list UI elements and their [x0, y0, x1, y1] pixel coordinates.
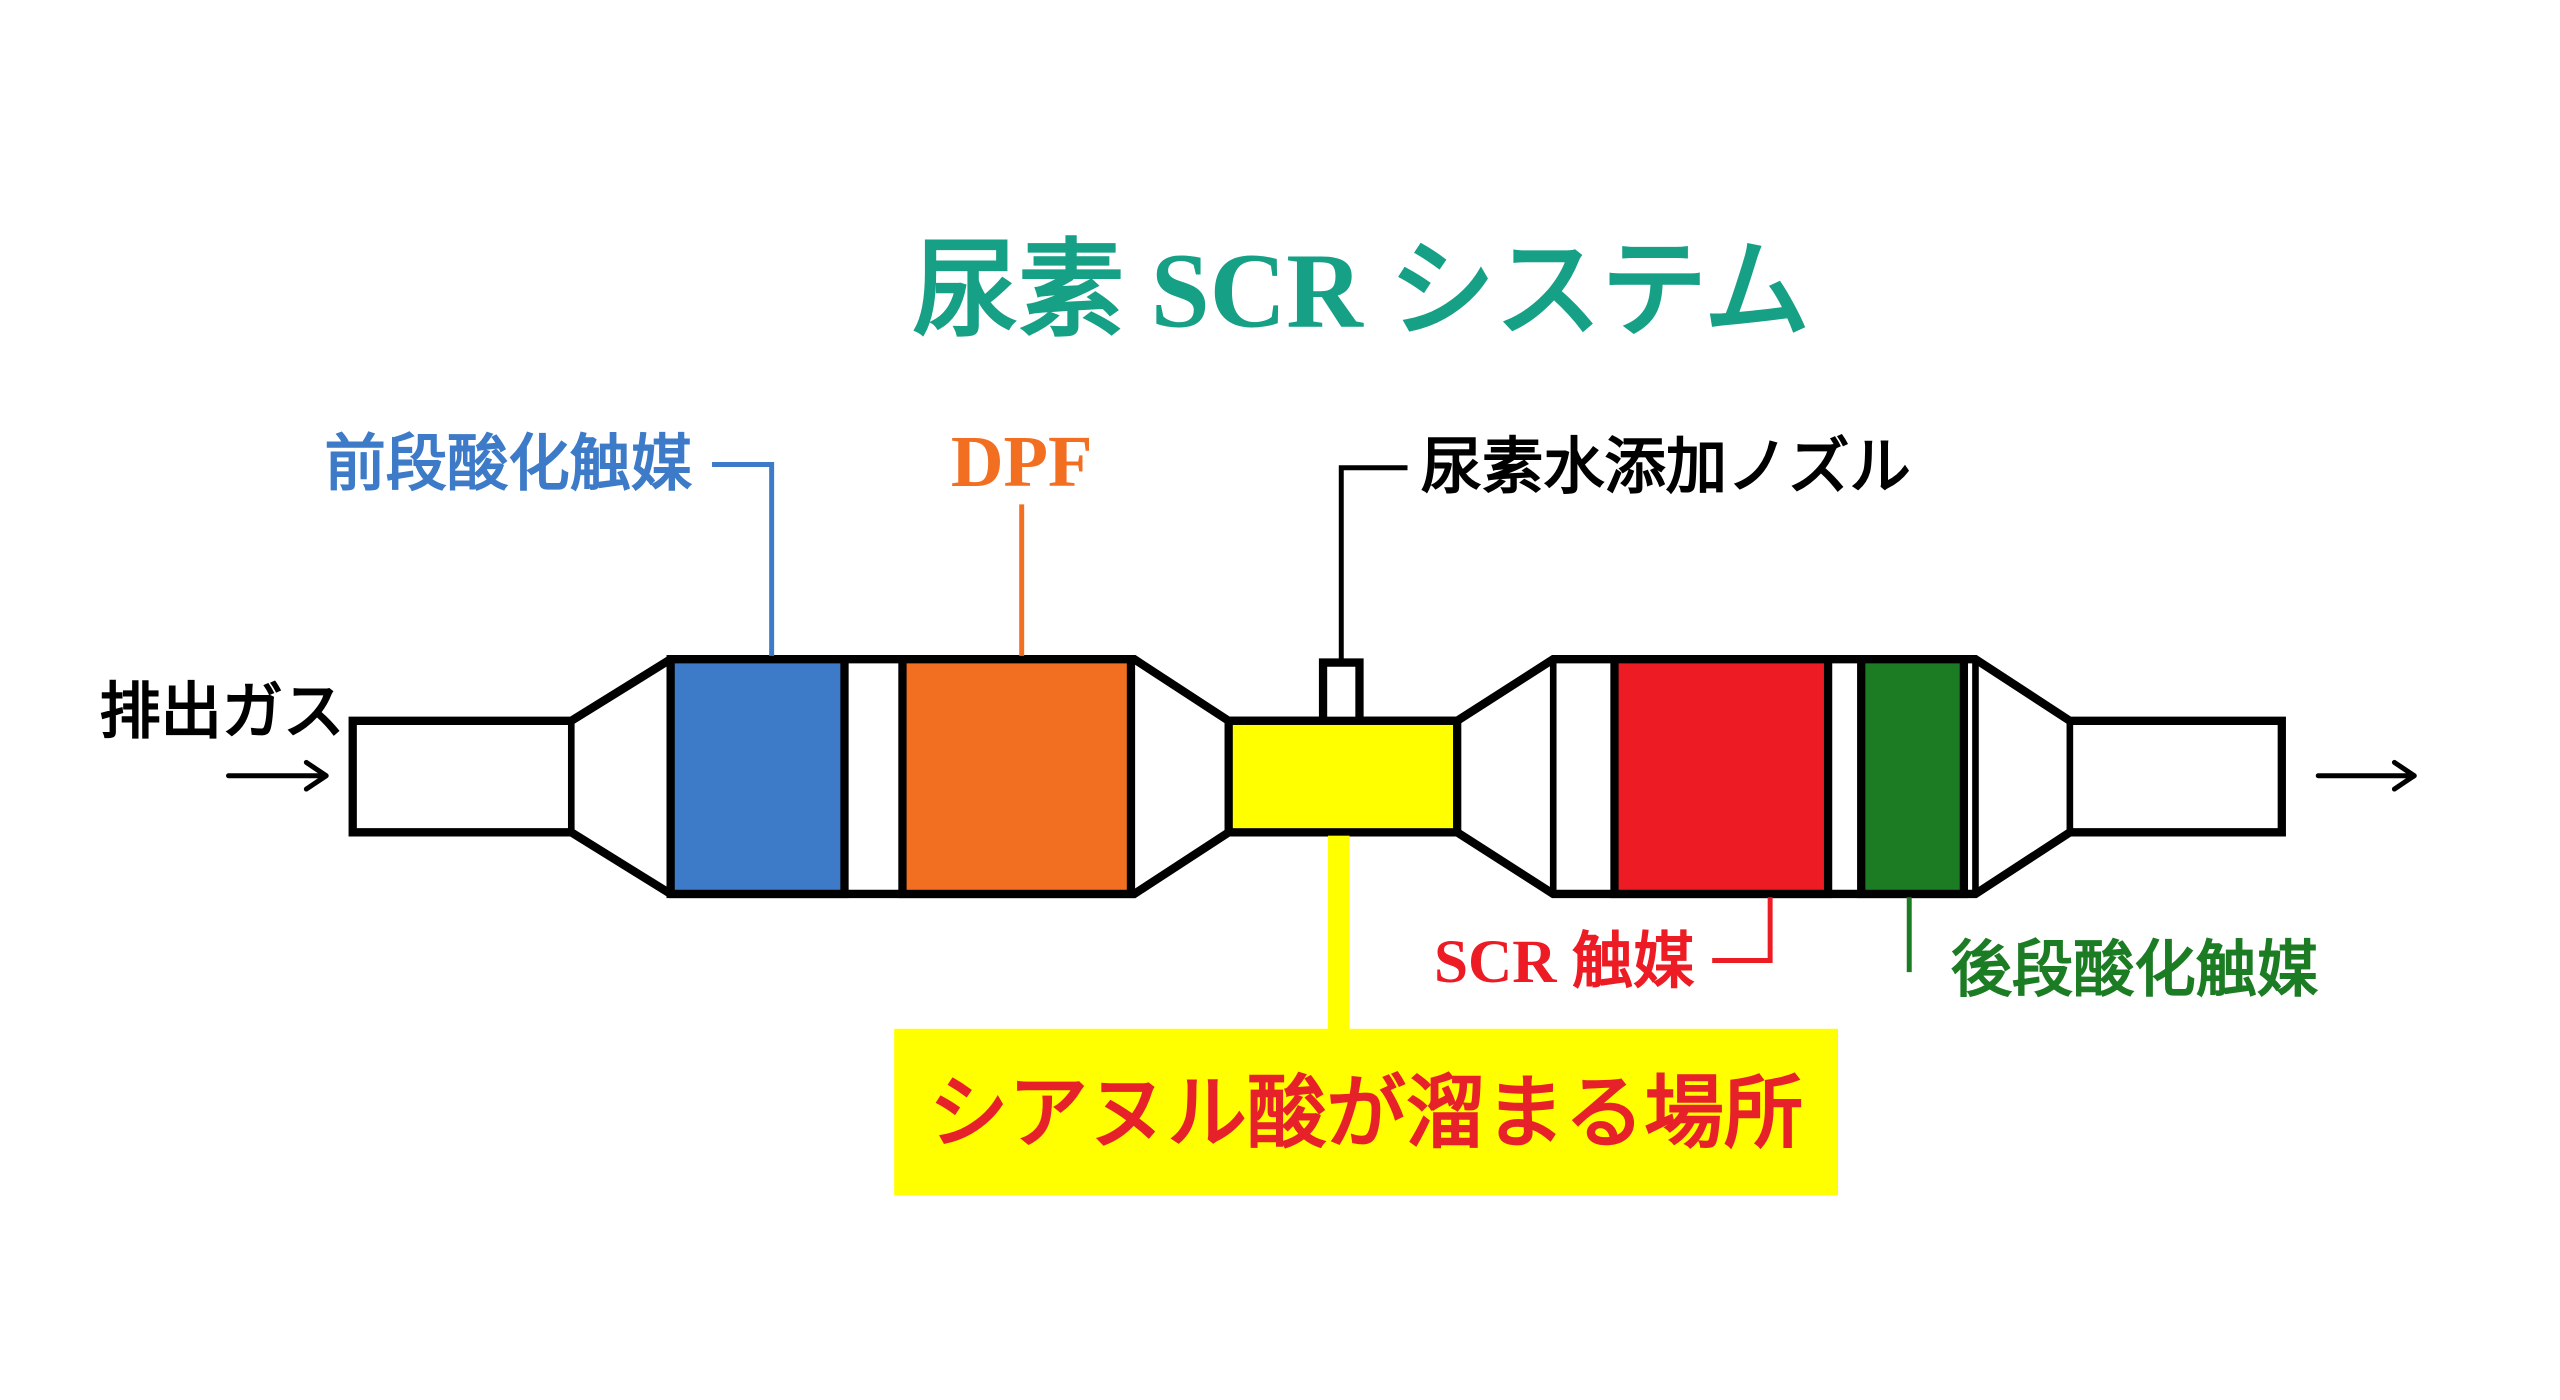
front-catalyst-leader-line — [712, 461, 775, 656]
dpf-label: DPF — [951, 421, 1093, 502]
mid-pipe-highlight — [1224, 716, 1462, 837]
inlet-flow-arrow-icon — [226, 759, 329, 792]
diagram-title: 尿素 SCR システム — [912, 231, 1810, 349]
urea-nozzle-leader-line — [1338, 465, 1408, 660]
scr-catalyst-leader-line — [1712, 897, 1773, 964]
urea-nozzle-label: 尿素水添加ノズル — [1421, 434, 1911, 502]
rear-catalyst-label: 後段酸化触媒 — [1951, 936, 2319, 1004]
front-catalyst-block — [666, 655, 849, 899]
scr-catalyst-label: SCR 触媒 — [1434, 928, 1695, 996]
rear-catalyst-block — [1857, 655, 1969, 899]
dpf-block — [898, 655, 1136, 899]
highlight-connector-line — [1328, 835, 1350, 1033]
scr-catalyst-block — [1610, 655, 1833, 899]
exhaust-gas-label: 排出ガス — [99, 678, 344, 746]
front-catalyst-label: 前段酸化触媒 — [325, 430, 693, 498]
note-text: シアヌル酸が溜まる場所 — [929, 1070, 1803, 1158]
note-box — [894, 1028, 1839, 1196]
outlet-flow-arrow-icon — [2315, 759, 2417, 792]
